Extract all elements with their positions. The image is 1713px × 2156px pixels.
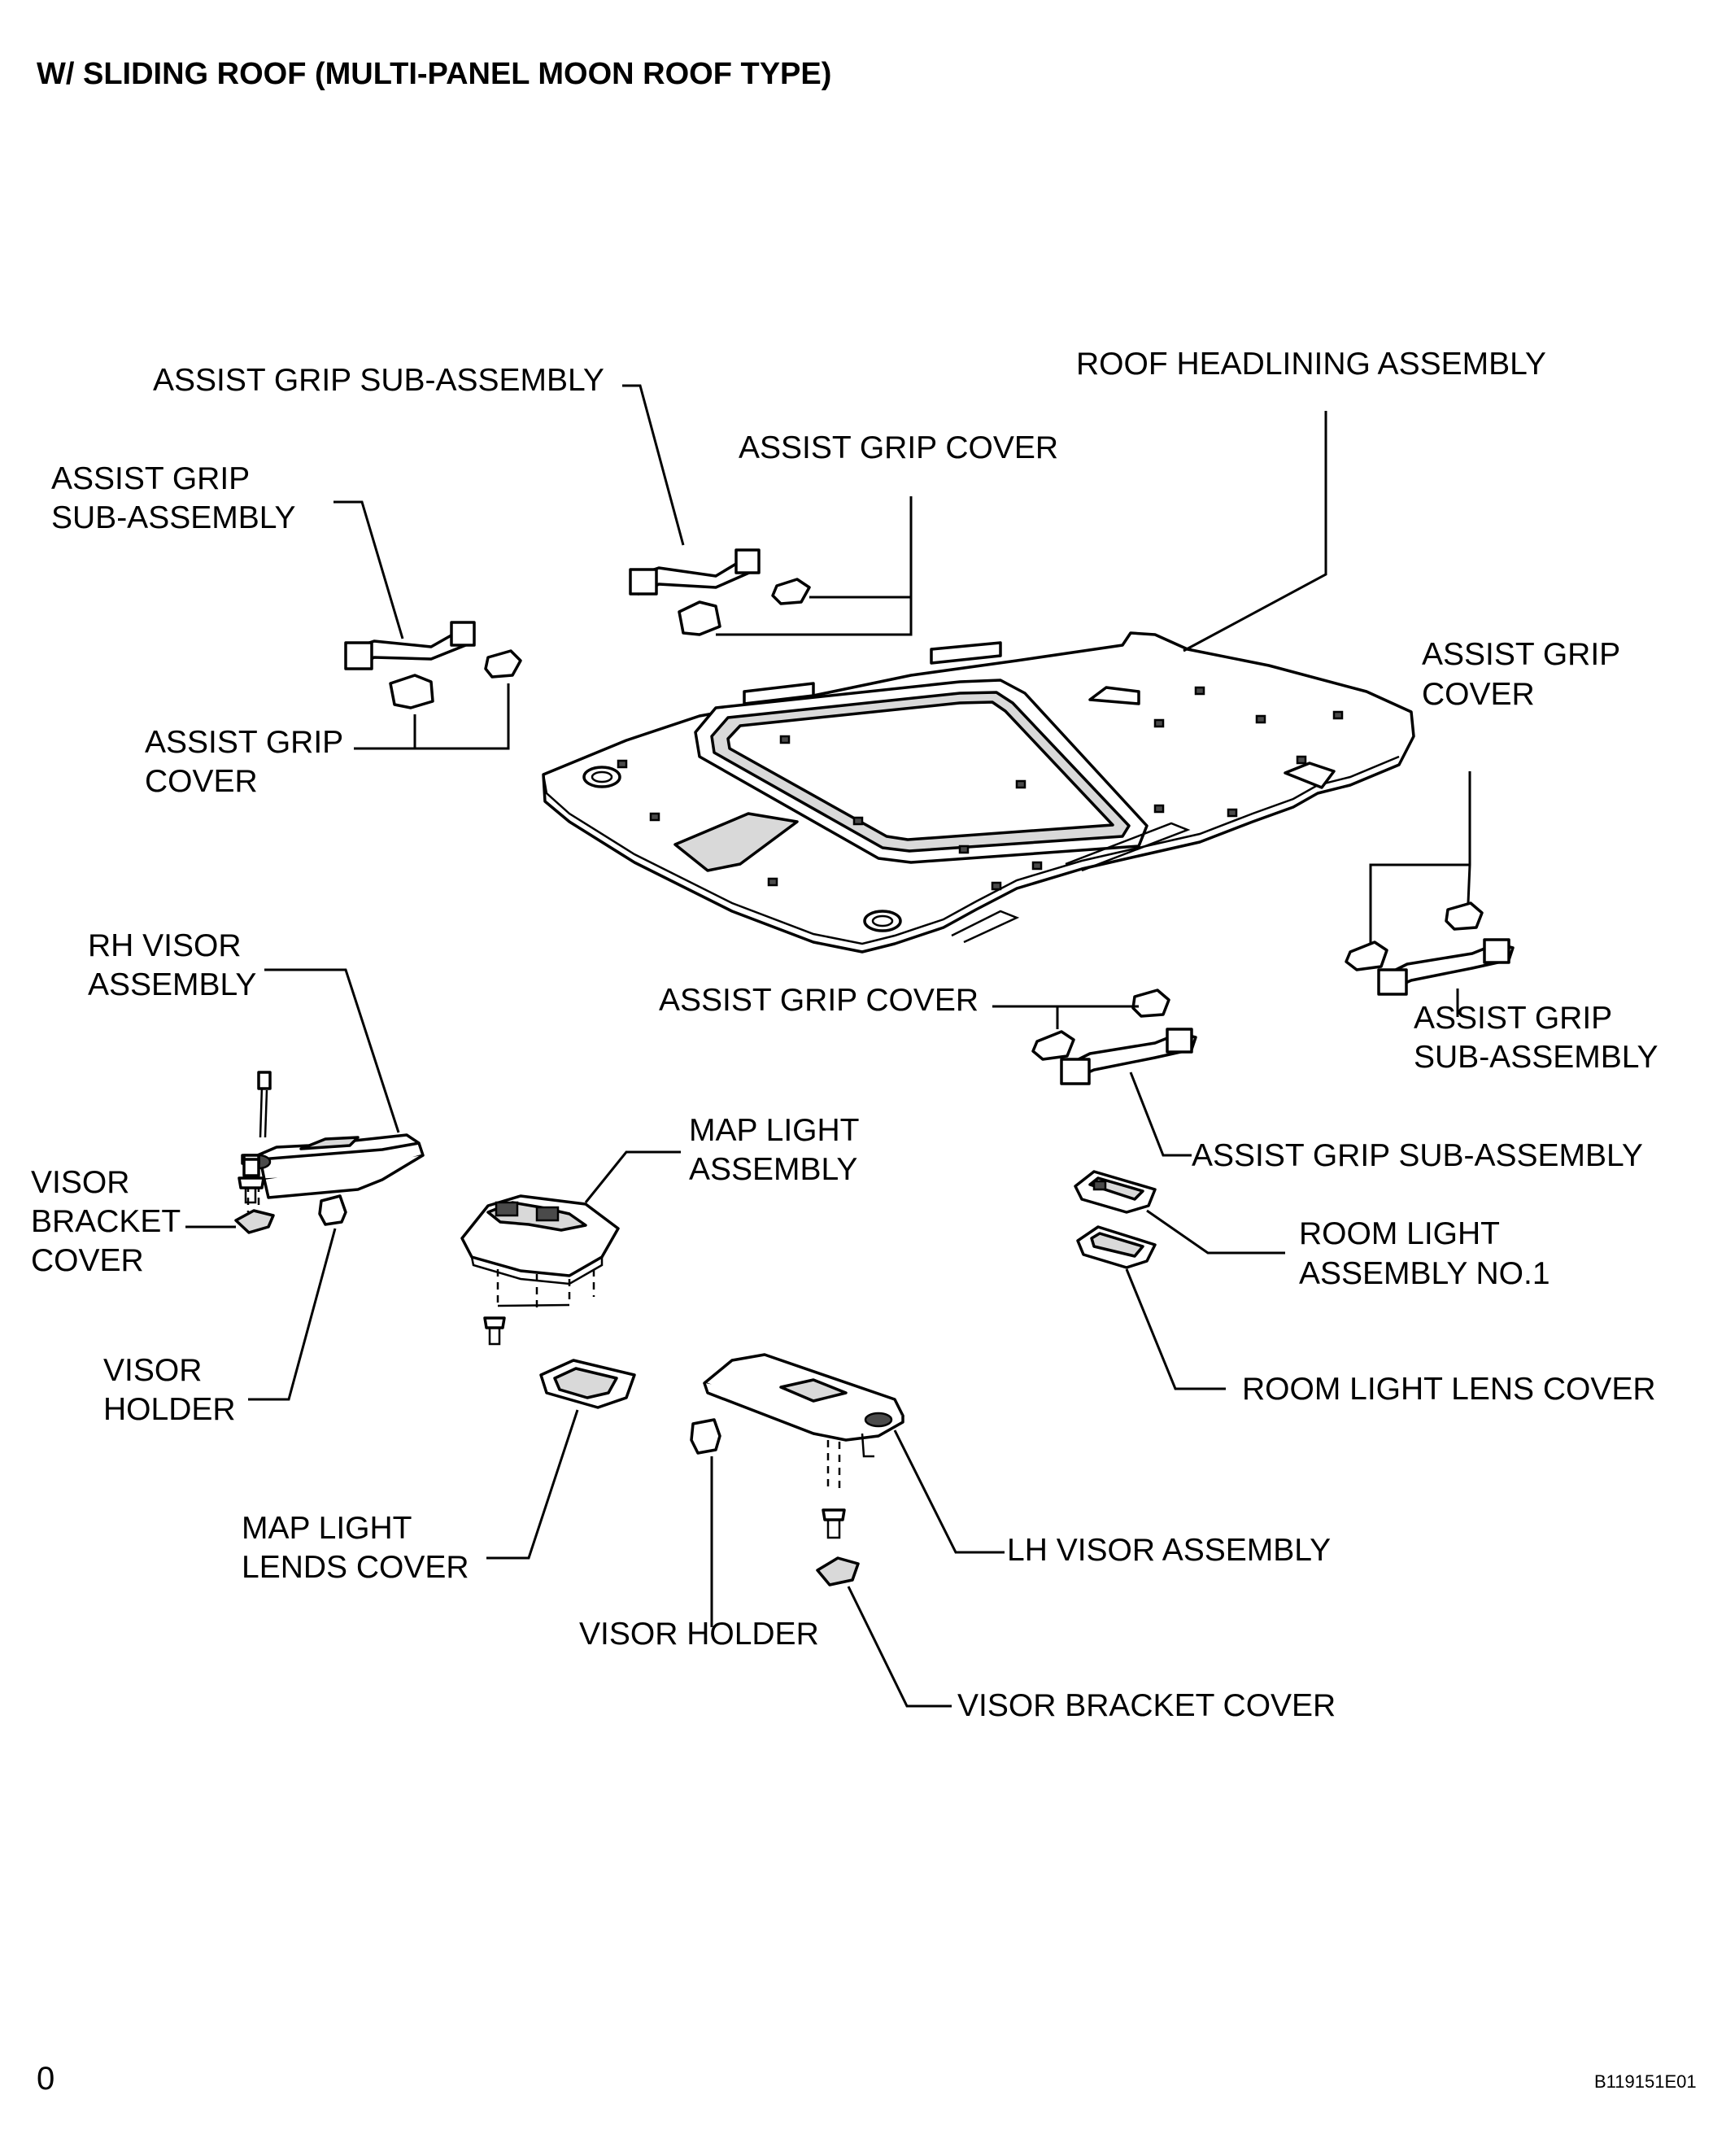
label-map-light-assembly-2: ASSEMBLY — [689, 1152, 857, 1187]
label-visor-bracket-cover-left-1: VISOR — [31, 1165, 129, 1200]
assist-grip-mid-drawing — [1031, 989, 1197, 1085]
map-light-lens-cover-drawing — [539, 1359, 636, 1409]
page-number: 0 — [37, 2061, 54, 2097]
assist-grip-top-drawing — [629, 548, 811, 636]
label-assist-grip-cover-right-2: COVER — [1422, 677, 1535, 712]
label-map-light-lends-cover-1: MAP LIGHT — [242, 1511, 412, 1546]
diagram-title: W/ SLIDING ROOF (MULTI-PANEL MOON ROOF T… — [37, 57, 831, 91]
room-light-drawing — [1074, 1170, 1157, 1269]
label-map-light-assembly-1: MAP LIGHT — [689, 1113, 860, 1148]
label-roof-headlining-assembly: ROOF HEADLINING ASSEMBLY — [1076, 347, 1546, 382]
label-assist-grip-cover-left-1: ASSIST GRIP — [145, 725, 343, 760]
label-assist-grip-cover-mid: ASSIST GRIP COVER — [659, 983, 979, 1018]
label-visor-bracket-cover-left-3: COVER — [31, 1243, 144, 1278]
assist-grip-right-drawing — [1345, 901, 1515, 996]
label-assist-grip-sub-assembly-left-2: SUB-ASSEMBLY — [51, 500, 296, 535]
label-assist-grip-sub-assembly-mid: ASSIST GRIP SUB-ASSEMBLY — [1192, 1138, 1643, 1173]
label-rh-visor-assembly-2: ASSEMBLY — [88, 967, 256, 1002]
label-visor-holder-left-2: HOLDER — [103, 1392, 236, 1427]
leader-lines — [185, 384, 1471, 1708]
label-room-light-assembly-2: ASSEMBLY NO.1 — [1299, 1256, 1550, 1291]
label-room-light-assembly-1: ROOM LIGHT — [1299, 1216, 1500, 1251]
map-light-drawing — [460, 1194, 620, 1346]
rh-visor-drawing — [234, 1071, 425, 1234]
label-map-light-lends-cover-2: LENDS COVER — [242, 1550, 469, 1585]
label-assist-grip-sub-assembly-left-1: ASSIST GRIP — [51, 461, 250, 496]
label-visor-holder-left-1: VISOR — [103, 1353, 202, 1388]
label-visor-bracket-cover-left-2: BRACKET — [31, 1204, 181, 1239]
label-rh-visor-assembly-1: RH VISOR — [88, 928, 242, 963]
label-lh-visor-assembly: LH VISOR ASSEMBLY — [1007, 1533, 1331, 1568]
label-assist-grip-cover-right-1: ASSIST GRIP — [1422, 637, 1620, 672]
label-assist-grip-sub-assembly-top: ASSIST GRIP SUB-ASSEMBLY — [153, 363, 604, 398]
roof-headlining-assembly-drawing — [542, 631, 1415, 954]
figure-code: B119151E01 — [1594, 2071, 1697, 2092]
label-assist-grip-cover-top: ASSIST GRIP COVER — [739, 430, 1058, 465]
label-visor-bracket-cover-bottom: VISOR BRACKET COVER — [957, 1688, 1336, 1723]
label-room-light-lens-cover: ROOM LIGHT LENS COVER — [1242, 1372, 1656, 1407]
label-assist-grip-sub-assembly-right-2: SUB-ASSEMBLY — [1414, 1040, 1659, 1075]
label-assist-grip-sub-assembly-right-1: ASSIST GRIP — [1414, 1001, 1612, 1036]
label-visor-holder-bottom: VISOR HOLDER — [579, 1617, 819, 1652]
assist-grip-left-drawing — [344, 621, 522, 709]
lh-visor-drawing — [690, 1353, 904, 1586]
label-assist-grip-cover-left-2: COVER — [145, 764, 258, 799]
